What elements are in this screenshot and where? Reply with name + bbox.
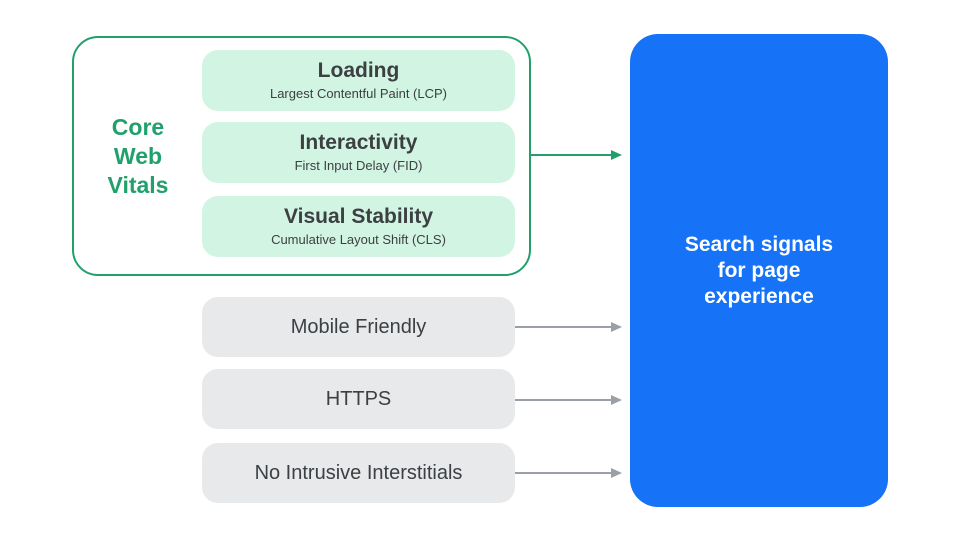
vital-subtitle: First Input Delay (FID)	[294, 158, 423, 173]
arrow-line	[515, 472, 614, 474]
core-web-vitals-label: Core Web Vitals	[107, 113, 169, 198]
signal-label: HTTPS	[325, 388, 392, 410]
arrow-https	[515, 395, 622, 405]
vital-pill-interactivity: Interactivity First Input Delay (FID)	[202, 122, 515, 183]
signal-label: Mobile Friendly	[290, 316, 427, 338]
signal-pill-no-intrusive-interstitials: No Intrusive Interstitials	[202, 443, 515, 503]
signal-pill-mobile-friendly: Mobile Friendly	[202, 297, 515, 357]
search-signals-label: Search signals for page experience	[684, 232, 834, 308]
signal-pill-https: HTTPS	[202, 369, 515, 429]
arrow-head-icon	[611, 468, 622, 478]
arrow-line	[515, 326, 614, 328]
arrow-head-icon	[611, 150, 622, 160]
vital-title: Loading	[317, 59, 400, 82]
core-web-vitals-group-box	[72, 36, 531, 276]
search-signals-box: Search signals for page experience	[630, 34, 888, 507]
arrow-head-icon	[611, 395, 622, 405]
core-web-vitals-arrow	[531, 150, 622, 160]
arrow-head-icon	[611, 322, 622, 332]
vital-subtitle: Cumulative Layout Shift (CLS)	[271, 232, 446, 247]
arrow-line	[531, 154, 614, 156]
arrow-no-intrusive-interstitials	[515, 468, 622, 478]
vital-title: Interactivity	[299, 131, 418, 154]
vital-pill-visual-stability: Visual Stability Cumulative Layout Shift…	[202, 196, 515, 257]
vital-title: Visual Stability	[284, 205, 433, 228]
vital-pill-loading: Loading Largest Contentful Paint (LCP)	[202, 50, 515, 111]
signal-label: No Intrusive Interstitials	[254, 462, 463, 484]
arrow-mobile-friendly	[515, 322, 622, 332]
vital-subtitle: Largest Contentful Paint (LCP)	[269, 86, 448, 101]
arrow-line	[515, 399, 614, 401]
